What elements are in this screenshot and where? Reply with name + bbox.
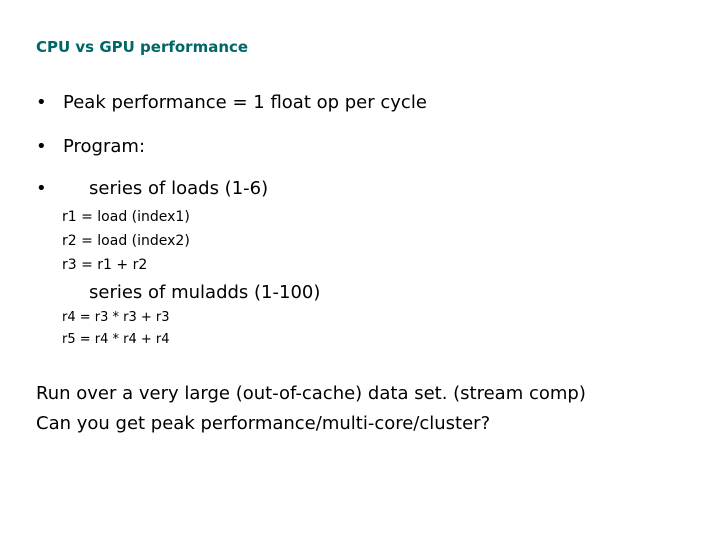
code-line: r1 = load (index1) [62, 209, 190, 225]
bullet-text: Peak performance = 1 float op per cycle [63, 92, 427, 113]
bullet-text: Program: [63, 136, 146, 157]
code-line: r2 = load (index2) [62, 233, 190, 249]
code-line: r4 = r3 * r3 + r3 [62, 310, 170, 325]
code-line: r3 = r1 + r2 [62, 257, 148, 273]
bullet-peak-performance: • Peak performance = 1 float op per cycle [36, 92, 427, 114]
closing-line: Run over a very large (out-of-cache) dat… [36, 383, 586, 404]
muladds-heading: series of muladds (1-100) [89, 282, 321, 303]
bullet-program: • Program: [36, 136, 145, 158]
bullet-marker: • [36, 178, 47, 199]
slide-title: CPU vs GPU performance [36, 38, 249, 56]
closing-paragraph: Run over a very large (out-of-cache) dat… [36, 379, 586, 439]
bullet-marker: • [36, 136, 47, 157]
muladds-code-block: r4 = r3 * r3 + r3 r5 = r4 * r4 + r4 [62, 307, 170, 351]
bullet-marker: • [36, 92, 47, 113]
code-line: r5 = r4 * r4 + r4 [62, 332, 170, 347]
bullet-series-of-loads: • series of loads (1-6) [36, 178, 268, 200]
closing-line: Can you get peak performance/multi-core/… [36, 413, 491, 434]
bullet-text: series of loads (1-6) [89, 178, 269, 199]
loads-code-block: r1 = load (index1) r2 = load (index2) r3… [62, 205, 190, 277]
